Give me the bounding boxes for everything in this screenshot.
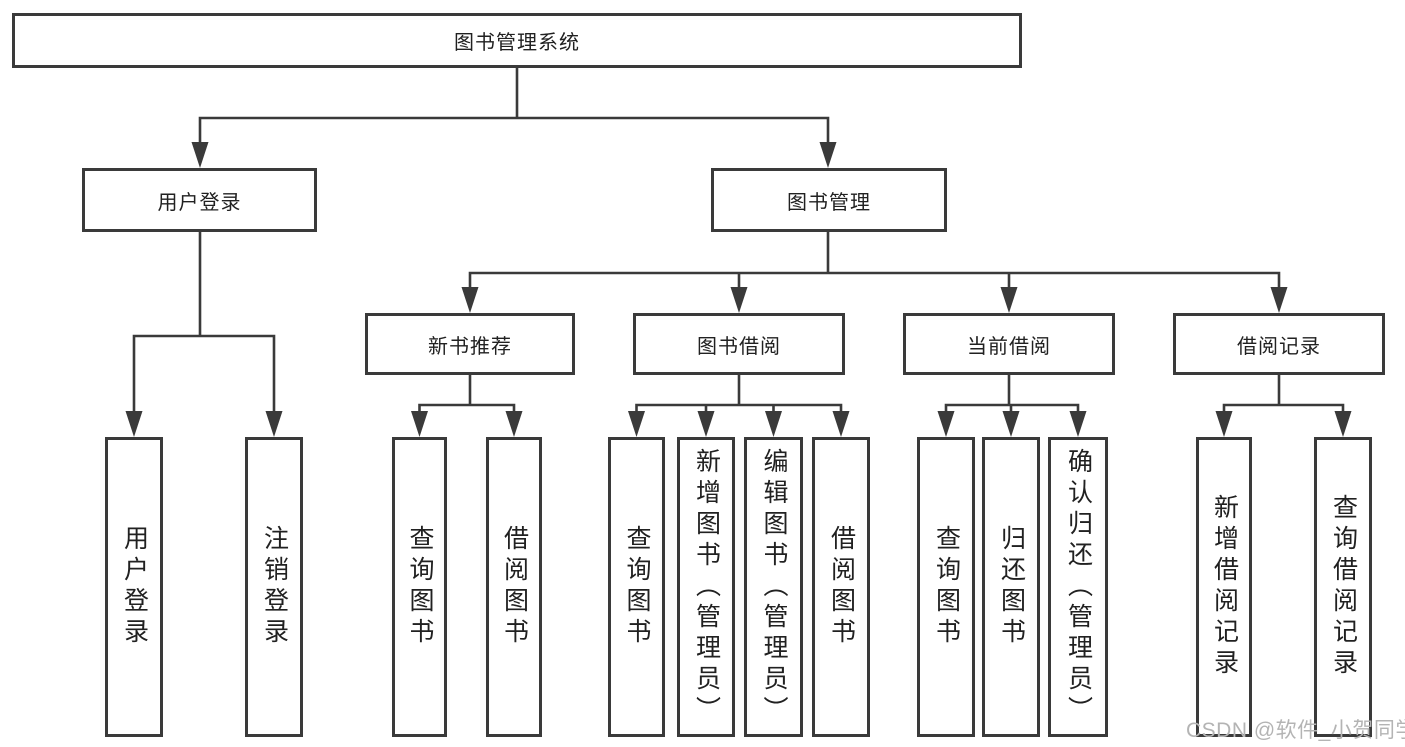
node-label: 当前借阅: [967, 335, 1051, 358]
node-book-management: 图书管理: [711, 168, 947, 232]
leaf-records-add: 新增借阅记录: [1196, 437, 1252, 737]
node-system-root: 图书管理系统: [12, 13, 1022, 68]
leaf-label: 借阅图书: [500, 525, 529, 649]
leaf-label: 新增图书（管理员）: [692, 447, 721, 727]
leaf-current-query: 查询图书: [917, 437, 975, 737]
leaf-label: 归还图书: [997, 525, 1026, 649]
connector-currentborrow-to-leaves: [937, 375, 1087, 437]
leaf-borrow-add-admin: 新增图书（管理员）: [677, 437, 735, 737]
leaf-borrow-borrow: 借阅图书: [812, 437, 870, 737]
node-new-book-recommend: 新书推荐: [365, 313, 575, 375]
leaf-label: 借阅图书: [827, 525, 856, 649]
leaf-borrow-edit-admin: 编辑图书（管理员）: [744, 437, 803, 737]
csdn-watermark: CSDN @软件_小贺同学: [1186, 719, 1405, 742]
connector-bookmgmt-to-level3: [461, 232, 1288, 313]
leaf-label: 查询图书: [623, 525, 651, 649]
node-borrow-records: 借阅记录: [1173, 313, 1385, 375]
leaf-label: 查询图书: [932, 525, 961, 649]
node-book-borrow: 图书借阅: [633, 313, 845, 375]
leaf-borrow-query: 查询图书: [608, 437, 665, 737]
leaf-label: 新增借阅记录: [1210, 494, 1239, 680]
leaf-logout: 注销登录: [245, 437, 303, 737]
node-label: 图书管理: [787, 191, 871, 214]
connector-borrowrecords-to-leaves: [1215, 375, 1352, 437]
leaf-label: 查询借阅记录: [1329, 494, 1358, 680]
node-label: 新书推荐: [428, 335, 512, 358]
leaf-current-confirm-admin: 确认归还（管理员）: [1048, 437, 1108, 737]
leaf-label: 注销登录: [260, 525, 289, 649]
leaf-records-query: 查询借阅记录: [1314, 437, 1372, 737]
leaf-label: 编辑图书（管理员）: [760, 447, 788, 727]
leaf-newbooks-borrow: 借阅图书: [486, 437, 542, 737]
leaf-label: 用户登录: [120, 525, 149, 649]
connector-newbooks-to-leaves: [411, 375, 523, 437]
leaf-label: 确认归还（管理员）: [1064, 447, 1093, 727]
node-label: 借阅记录: [1237, 335, 1321, 358]
node-label: 图书借阅: [697, 335, 781, 358]
leaf-current-return: 归还图书: [982, 437, 1040, 737]
connector-bookborrow-to-leaves: [628, 375, 850, 437]
node-label: 用户登录: [157, 191, 242, 214]
connector-root-to-level2: [191, 68, 837, 168]
node-user-login: 用户登录: [82, 168, 317, 232]
node-label: 图书管理系统: [454, 32, 580, 54]
node-current-borrow: 当前借阅: [903, 313, 1115, 375]
connector-userlogin-to-leaves: [125, 232, 283, 437]
leaf-user-login: 用户登录: [105, 437, 163, 737]
leaf-newbooks-query: 查询图书: [392, 437, 447, 737]
leaf-label: 查询图书: [406, 525, 434, 649]
